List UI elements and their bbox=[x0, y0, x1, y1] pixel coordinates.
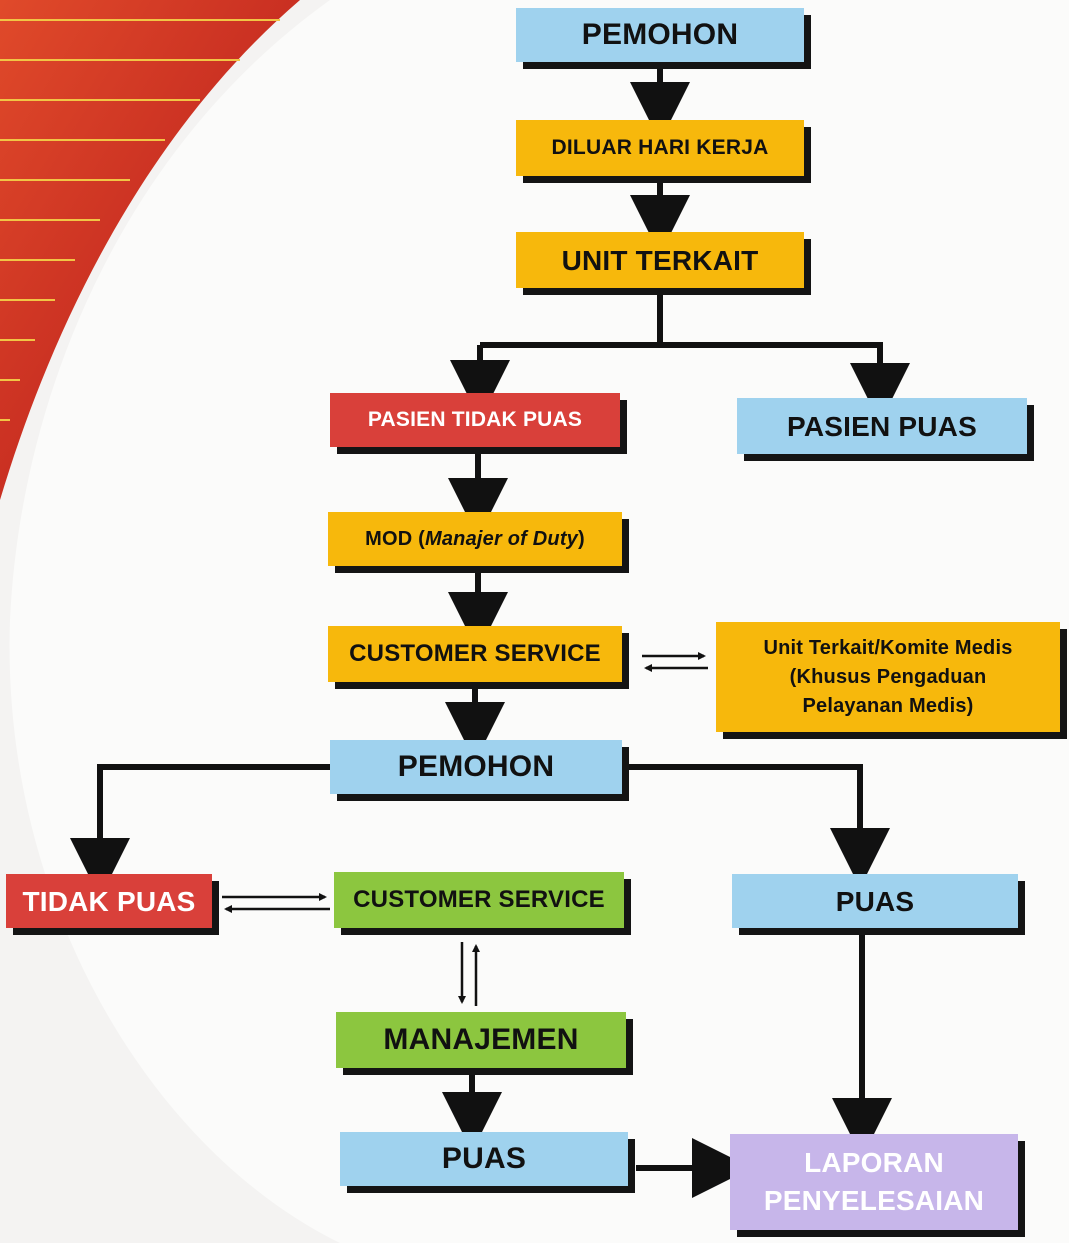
yellow-stripes-decoration bbox=[0, 19, 280, 421]
node-laporan-penyelesaian: LAPORAN PENYELESAIAN bbox=[730, 1134, 1018, 1230]
node-customer-service-2-label: CUSTOMER SERVICE bbox=[353, 886, 605, 913]
node-customer-service-2: CUSTOMER SERVICE bbox=[334, 872, 624, 928]
node-manajemen: MANAJEMEN bbox=[336, 1012, 626, 1068]
node-laporan-line2: PENYELESAIAN bbox=[763, 1185, 985, 1216]
node-pemohon-top: PEMOHON bbox=[516, 8, 804, 62]
node-pemohon-top-label: PEMOHON bbox=[581, 18, 739, 52]
node-pasien-tidak-puas-label: PASIEN TIDAK PUAS bbox=[367, 407, 583, 431]
node-diluar-hari-kerja: DILUAR HARI KERJA bbox=[516, 120, 804, 176]
node-pemohon-mid: PEMOHON bbox=[330, 740, 622, 794]
node-pemohon-mid-label: PEMOHON bbox=[397, 750, 555, 784]
node-pasien-puas: PASIEN PUAS bbox=[737, 398, 1027, 454]
node-tidak-puas-label: TIDAK PUAS bbox=[22, 885, 196, 917]
node-puas-right-label: PUAS bbox=[835, 885, 915, 917]
red-corner-decoration bbox=[0, 0, 300, 500]
node-mod-prefix: MOD ( bbox=[365, 527, 425, 550]
node-mod-suffix: ) bbox=[578, 527, 585, 550]
node-unit-terkait-komite-line2: (Khusus Pengaduan bbox=[789, 665, 987, 688]
node-puas-bottom-label: PUAS bbox=[441, 1142, 527, 1176]
node-pasien-puas-label: PASIEN PUAS bbox=[787, 410, 977, 442]
node-customer-service-1: CUSTOMER SERVICE bbox=[328, 626, 622, 682]
node-diluar-hari-kerja-label: DILUAR HARI KERJA bbox=[551, 135, 769, 159]
node-unit-terkait: UNIT TERKAIT bbox=[516, 232, 804, 288]
white-circle-decoration bbox=[9, 0, 1069, 1243]
node-mod-italic: Manajer of Duty bbox=[424, 527, 579, 550]
node-manajemen-label: MANAJEMEN bbox=[383, 1023, 579, 1057]
node-unit-terkait-komite: Unit Terkait/Komite Medis (Khusus Pengad… bbox=[716, 622, 1060, 732]
node-mod-label: MOD (Manajer of Duty) bbox=[365, 527, 585, 552]
node-laporan-line1: LAPORAN bbox=[804, 1147, 944, 1179]
node-unit-terkait-label: UNIT TERKAIT bbox=[561, 244, 759, 276]
node-unit-terkait-komite-line1: Unit Terkait/Komite Medis bbox=[763, 636, 1013, 659]
node-puas-right: PUAS bbox=[732, 874, 1018, 928]
node-mod: MOD (Manajer of Duty) bbox=[328, 512, 622, 566]
node-tidak-puas: TIDAK PUAS bbox=[6, 874, 212, 928]
node-customer-service-1-label: CUSTOMER SERVICE bbox=[349, 640, 601, 667]
node-pasien-tidak-puas: PASIEN TIDAK PUAS bbox=[330, 393, 620, 447]
node-puas-bottom: PUAS bbox=[340, 1132, 628, 1186]
node-unit-terkait-komite-line3: Pelayanan Medis) bbox=[802, 694, 974, 717]
